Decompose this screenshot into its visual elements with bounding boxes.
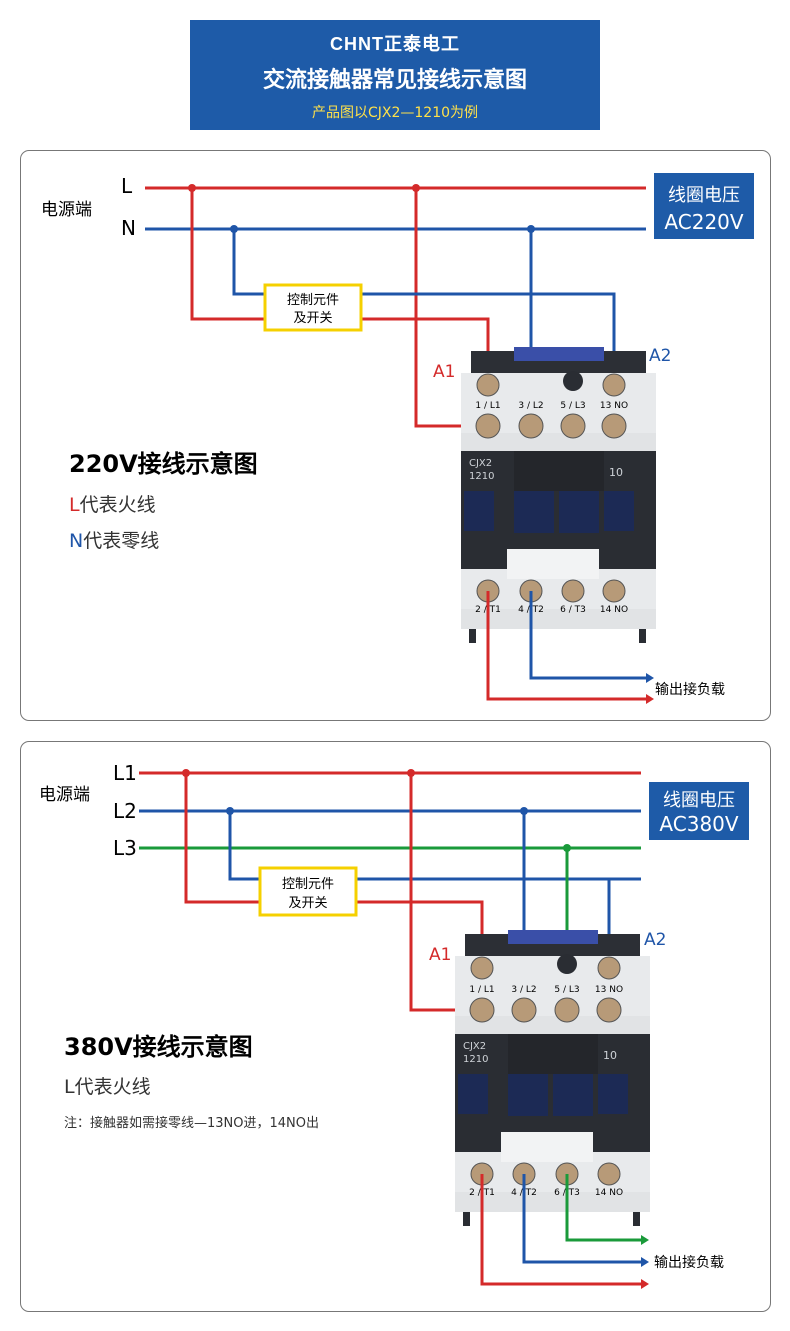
legend-L: L代表火线 (69, 494, 156, 516)
control-switch-box (258, 866, 358, 917)
terminal-label: 13 NO (595, 985, 623, 995)
power-label: 电源端 (41, 200, 92, 220)
terminal-label: 3 / L2 (511, 985, 536, 995)
a1-label: A1 (433, 362, 455, 382)
page-title: 交流接触器常见接线示意图 (262, 68, 527, 93)
diagram-title: 380V接线示意图 (64, 1033, 253, 1061)
switch-label-2: 及开关 (293, 311, 332, 326)
terminal-label: 5 / L3 (560, 401, 585, 411)
terminal-label: 6 / T3 (560, 605, 586, 615)
terminal-label: 1 / L1 (475, 401, 500, 411)
top-terminals (469, 997, 622, 1023)
output-wire-red (480, 1174, 641, 1286)
coil-terminal-a2 (602, 373, 626, 397)
wire-N-to-A2 (232, 229, 616, 377)
a1-label: A1 (429, 945, 451, 965)
model-label: CJX2 (469, 458, 492, 469)
terminal-label: 14 NO (595, 1188, 623, 1198)
coil-voltage-label: 线圈电压 (668, 185, 740, 206)
arrow-icon (641, 1235, 649, 1245)
legend-L: L代表火线 (64, 1076, 151, 1098)
diagram-title: 220V接线示意图 (69, 450, 258, 478)
terminal-label: 1 / L1 (469, 985, 494, 995)
coil-voltage-label: 线圈电压 (663, 790, 735, 811)
terminal-label: 13 NO (600, 401, 628, 411)
switch-label-1: 控制元件 (287, 293, 339, 308)
brand-logo: CHNT正泰电工 (330, 34, 460, 54)
output-label: 输出接负载 (654, 1254, 724, 1271)
note-text: 注：接触器如需接零线—13NO进，14NO出 (64, 1115, 319, 1131)
legend-N: N代表零线 (69, 530, 159, 552)
switch-label-1: 控制元件 (282, 877, 334, 892)
arrow-icon (646, 673, 654, 683)
model-number: 10 (603, 1049, 617, 1062)
auxiliary-knob (557, 954, 577, 974)
line-label-L1: L1 (113, 761, 137, 785)
model-number: 10 (609, 466, 623, 479)
arrow-icon (641, 1279, 649, 1289)
header-banner: CHNT正泰电工 交流接触器常见接线示意图 产品图以CJX2—1210为例 (190, 20, 600, 130)
coil-terminal-a1 (470, 956, 494, 980)
line-label-L2: L2 (113, 799, 137, 823)
coil-voltage-box (654, 173, 754, 239)
page-subtitle: 产品图以CJX2—1210为例 (311, 105, 479, 121)
coil-voltage-value: AC220V (664, 210, 743, 234)
arrow-icon (646, 694, 654, 704)
terminal-label: 3 / L2 (518, 401, 543, 411)
coil-terminal-a2 (597, 956, 621, 980)
output-wire-red (486, 591, 646, 701)
a2-label: A2 (649, 346, 671, 366)
top-terminals (475, 413, 627, 439)
arrow-icon (641, 1257, 649, 1267)
a2-label: A2 (644, 930, 666, 950)
coil-voltage-value: AC380V (659, 812, 738, 836)
coil-terminal-a1 (476, 373, 500, 397)
power-label: 电源端 (39, 785, 90, 805)
line-label-L3: L3 (113, 836, 137, 860)
output-wire-blue (529, 591, 646, 680)
switch-label-2: 及开关 (288, 896, 327, 911)
diagram-380v-svg: 电源端 L1 L2 L3 线圈电压 AC380V 控制元件 及开关 A1 A2 (39, 761, 749, 1289)
diagram-380v-panel: 电源端 L1 L2 L3 线圈电压 AC380V 控制元件 及开关 A1 A2 (20, 741, 771, 1312)
model-label: 1210 (463, 1054, 488, 1065)
model-label: 1210 (469, 471, 494, 482)
output-wire-green (565, 1174, 641, 1242)
line-label-N: N (121, 216, 136, 240)
model-label: CJX2 (463, 1041, 486, 1052)
auxiliary-knob (563, 371, 583, 391)
output-label: 输出接负载 (655, 681, 725, 698)
diagram-220v-svg: 电源端 L N 线圈电压 AC220V 控制元件 及开关 A1 A2 (41, 173, 754, 704)
control-switch-box (263, 283, 363, 332)
output-wire-blue (522, 1174, 641, 1264)
wire-L-to-A1 (190, 188, 490, 377)
coil-voltage-box (649, 782, 749, 840)
terminal-label: 5 / L3 (554, 985, 579, 995)
diagram-220v-panel: 电源端 L N 线圈电压 AC220V 控制元件 及开关 A1 A2 (20, 150, 771, 721)
terminal-label: 14 NO (600, 605, 628, 615)
line-label-L: L (121, 174, 133, 198)
